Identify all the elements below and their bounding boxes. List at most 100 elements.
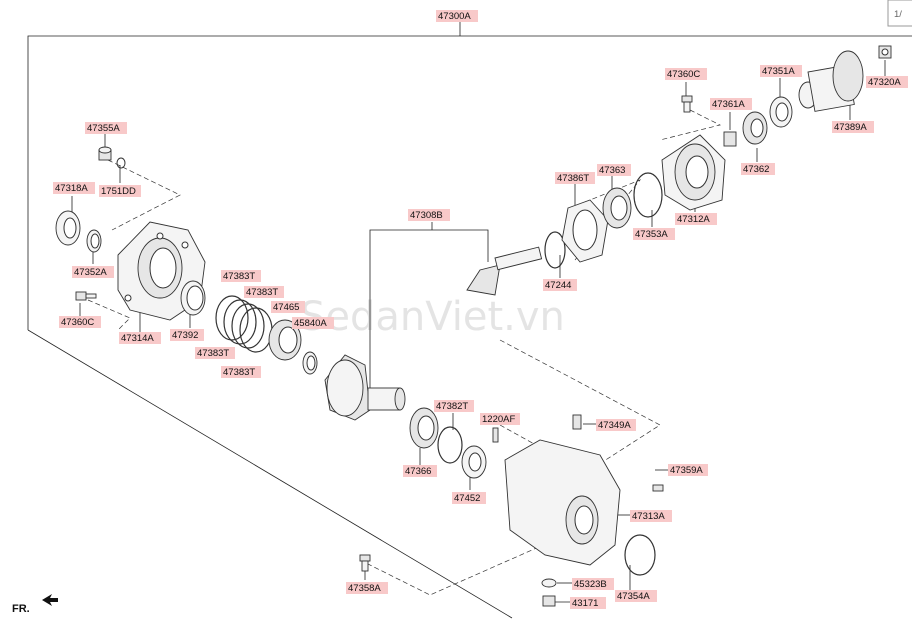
callout-1751DD[interactable]: 1751DD bbox=[99, 185, 141, 197]
svg-text:47300A: 47300A bbox=[438, 11, 471, 22]
watermark: SedanViet.vn bbox=[300, 294, 565, 340]
seal-47318A[interactable] bbox=[55, 210, 81, 246]
bolt-47360C-right[interactable] bbox=[681, 95, 693, 113]
seal-47452[interactable] bbox=[461, 445, 487, 479]
page-indicator[interactable]: 1/ bbox=[887, 0, 912, 27]
svg-text:47382T: 47382T bbox=[436, 401, 468, 412]
callout-47361A[interactable]: 47361A bbox=[710, 98, 752, 110]
plug-47355A[interactable] bbox=[98, 146, 112, 161]
shim-47382T[interactable] bbox=[437, 426, 463, 464]
callout-47244[interactable]: 47244 bbox=[543, 279, 577, 291]
callout-43171[interactable]: 43171 bbox=[570, 597, 606, 609]
bearing-47465[interactable] bbox=[268, 319, 302, 361]
svg-text:47359A: 47359A bbox=[670, 465, 703, 476]
svg-text:45323B: 45323B bbox=[574, 579, 607, 590]
svg-text:47312A: 47312A bbox=[677, 214, 710, 225]
callout-47308B[interactable]: 47308B bbox=[408, 209, 450, 221]
callout-labels: 47300A 47355A 47318A 1751DD 47352A 47360… bbox=[53, 10, 908, 609]
svg-text:1751DD: 1751DD bbox=[101, 186, 136, 197]
seal-47351A[interactable] bbox=[769, 96, 793, 128]
pin-47359A[interactable] bbox=[652, 484, 664, 492]
bolt-47360C-left[interactable] bbox=[75, 291, 97, 301]
callout-47353A[interactable]: 47353A bbox=[633, 228, 675, 240]
callout-45840A[interactable]: 45840A bbox=[292, 317, 334, 329]
ring-47352A[interactable] bbox=[86, 229, 102, 253]
gear-set-47308B[interactable] bbox=[324, 246, 543, 421]
bolt-1220AF[interactable] bbox=[492, 427, 499, 443]
callout-47360C-left[interactable]: 47360C bbox=[59, 316, 101, 328]
front-direction-indicator: FR. bbox=[12, 594, 58, 615]
callout-47362[interactable]: 47362 bbox=[741, 163, 775, 175]
plug-43171[interactable] bbox=[542, 595, 556, 607]
svg-text:47360C: 47360C bbox=[61, 317, 94, 328]
callout-47352A[interactable]: 47352A bbox=[72, 266, 114, 278]
page-indicator-text: 1/ bbox=[894, 9, 902, 20]
callout-47318A[interactable]: 47318A bbox=[53, 182, 95, 194]
callout-47349A[interactable]: 47349A bbox=[596, 419, 636, 431]
svg-text:47389A: 47389A bbox=[834, 122, 867, 133]
svg-text:47386T: 47386T bbox=[557, 173, 589, 184]
svg-text:47383T: 47383T bbox=[223, 271, 255, 282]
shim-47383T-c[interactable] bbox=[231, 303, 265, 349]
callout-47313A[interactable]: 47313A bbox=[630, 510, 672, 522]
callout-47351A[interactable]: 47351A bbox=[760, 65, 802, 77]
oring-47244[interactable] bbox=[544, 231, 566, 269]
svg-text:47314A: 47314A bbox=[121, 333, 154, 344]
svg-text:47363: 47363 bbox=[599, 165, 625, 176]
callout-47383T-4[interactable]: 47383T bbox=[221, 366, 261, 378]
callout-47383T-1[interactable]: 47383T bbox=[221, 270, 261, 282]
svg-text:47353A: 47353A bbox=[635, 229, 668, 240]
svg-text:47383T: 47383T bbox=[197, 348, 229, 359]
housing-47313A[interactable] bbox=[504, 439, 621, 566]
bearing-47363[interactable] bbox=[602, 187, 632, 229]
callout-47360C-right[interactable]: 47360C bbox=[665, 68, 707, 80]
nut-47320A[interactable] bbox=[878, 45, 892, 59]
shim-47383T-a[interactable] bbox=[215, 295, 249, 341]
callout-47358A[interactable]: 47358A bbox=[346, 582, 388, 594]
breather-47349A[interactable] bbox=[572, 414, 582, 430]
callout-47354A[interactable]: 47354A bbox=[615, 590, 657, 602]
callout-47320A[interactable]: 47320A bbox=[866, 76, 908, 88]
callout-47300A[interactable]: 47300A bbox=[436, 10, 478, 22]
oring-1751DD[interactable] bbox=[116, 157, 126, 169]
callout-47359A[interactable]: 47359A bbox=[668, 464, 708, 476]
flange-47389A[interactable] bbox=[798, 50, 864, 112]
shim-47383T-b[interactable] bbox=[223, 299, 257, 345]
callout-47355A[interactable]: 47355A bbox=[85, 122, 127, 134]
gasket-47386T[interactable] bbox=[561, 199, 609, 263]
callout-47392[interactable]: 47392 bbox=[170, 329, 204, 341]
callout-47452[interactable]: 47452 bbox=[452, 492, 486, 504]
callout-45323B[interactable]: 45323B bbox=[572, 578, 614, 590]
bearing-47362[interactable] bbox=[742, 111, 768, 145]
callout-47312A[interactable]: 47312A bbox=[675, 213, 717, 225]
callout-47465[interactable]: 47465 bbox=[271, 301, 305, 313]
callout-47389A[interactable]: 47389A bbox=[832, 121, 874, 133]
callout-1220AF[interactable]: 1220AF bbox=[480, 413, 520, 425]
washer-45323B[interactable] bbox=[541, 578, 557, 588]
case-47312A[interactable] bbox=[661, 134, 726, 211]
svg-text:47318A: 47318A bbox=[55, 183, 88, 194]
assembly-frame bbox=[27, 20, 912, 619]
oring-47354A[interactable] bbox=[624, 534, 656, 576]
bolt-47358A[interactable] bbox=[359, 554, 371, 572]
callout-47383T-3[interactable]: 47383T bbox=[195, 347, 235, 359]
callout-47314A[interactable]: 47314A bbox=[119, 332, 161, 344]
spacer-47361A[interactable] bbox=[723, 131, 737, 147]
ring-47392[interactable] bbox=[180, 280, 206, 316]
oring-47353A[interactable] bbox=[633, 172, 663, 218]
shim-set bbox=[180, 280, 318, 375]
svg-text:47354A: 47354A bbox=[617, 591, 650, 602]
callout-47363[interactable]: 47363 bbox=[597, 164, 631, 176]
callout-47383T-2[interactable]: 47383T bbox=[244, 286, 284, 298]
svg-text:47362: 47362 bbox=[743, 164, 769, 175]
front-arrow-icon bbox=[42, 594, 58, 606]
ring-45840A[interactable] bbox=[302, 351, 318, 375]
bearing-47366[interactable] bbox=[409, 407, 439, 449]
callout-47386T[interactable]: 47386T bbox=[555, 172, 595, 184]
svg-text:47352A: 47352A bbox=[74, 267, 107, 278]
callout-47382T[interactable]: 47382T bbox=[434, 400, 474, 412]
svg-text:47452: 47452 bbox=[454, 493, 480, 504]
callout-47366[interactable]: 47366 bbox=[403, 465, 437, 477]
